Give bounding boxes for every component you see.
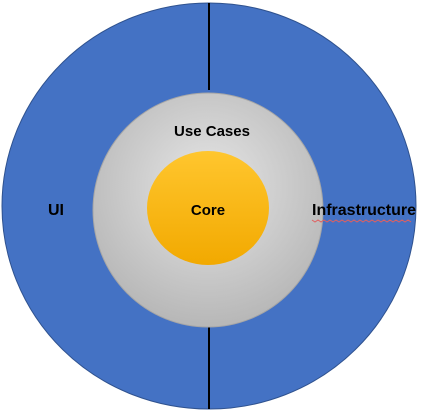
- spellcheck-underline: [311, 219, 412, 223]
- infrastructure-label: Infrastructure: [312, 202, 416, 219]
- use-cases-label: Use Cases: [174, 123, 250, 140]
- ui-label: UI: [48, 202, 64, 219]
- core-label: Core: [191, 202, 225, 219]
- core-circle: [147, 151, 269, 265]
